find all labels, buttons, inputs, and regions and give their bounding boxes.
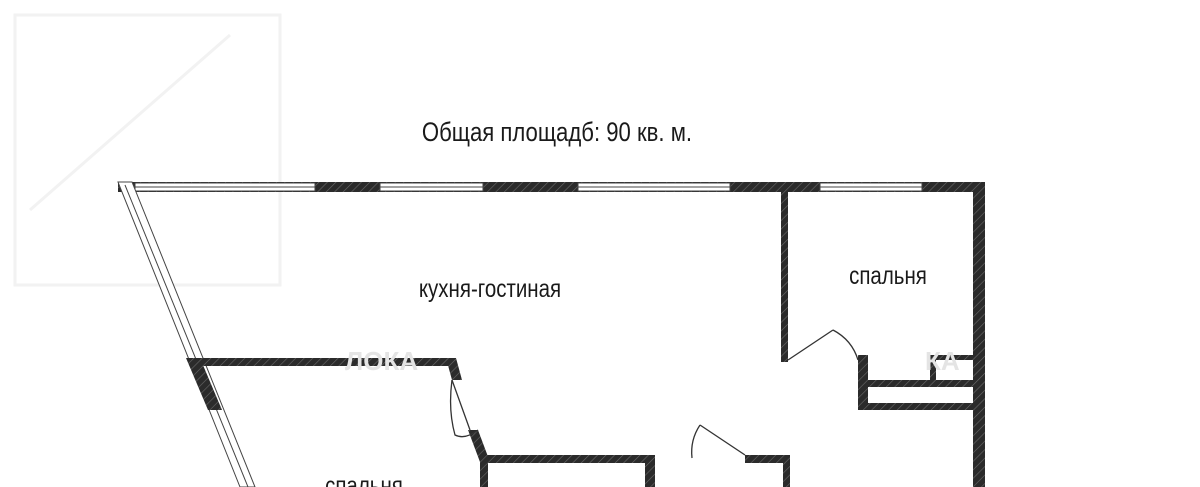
total-area-title: Общая площадб: 90 кв. м.: [422, 118, 692, 148]
room-label-bedroom-left: спальня: [325, 471, 403, 487]
watermark-logo: [13, 13, 282, 287]
door-swings: [449, 329, 859, 459]
watermark-text: КА: [925, 346, 960, 376]
outer-wall-right: [973, 182, 985, 487]
room-label-kitchen-living: кухня-гостиная: [419, 274, 561, 302]
room-label-bedroom-right: спальня: [849, 261, 927, 289]
interior-walls: [190, 192, 973, 487]
outer-wall-top: [118, 182, 985, 192]
watermark-text: ЛОКА: [345, 346, 418, 376]
outer-wall-left: [117, 181, 256, 487]
